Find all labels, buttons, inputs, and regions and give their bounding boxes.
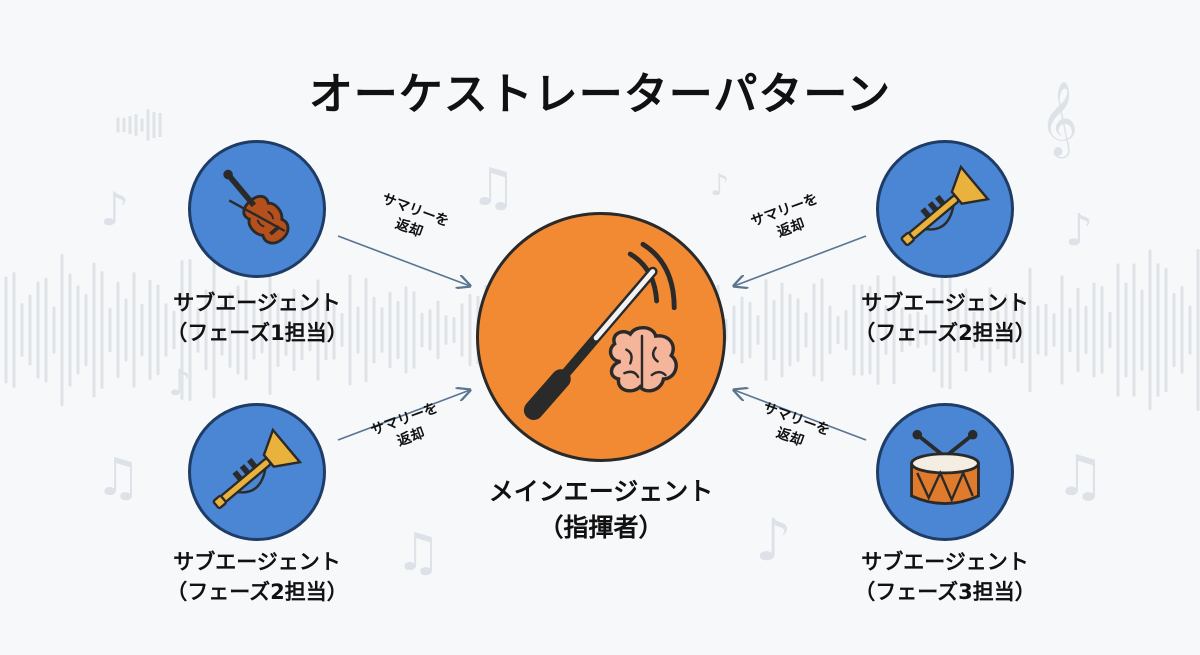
music-note-icon: ♫ [470, 158, 517, 218]
music-note-icon: ♫ [395, 523, 442, 583]
main-agent-label: メインエージェント（指揮者） [488, 477, 714, 542]
sub-agent-phase2-left-label: サブエージェント（フェーズ2担当） [166, 550, 348, 604]
sub-agent-phase2-right-node [876, 140, 1014, 278]
music-note-icon: ♫ [1055, 444, 1105, 509]
sub-agent-phase3-label: サブエージェント（フェーズ3担当） [854, 550, 1036, 604]
trumpet-icon [900, 164, 991, 247]
main-agent-node [476, 212, 726, 462]
sub-agent-phase2-left-node [188, 403, 326, 541]
sub-agent-phase3-node [876, 403, 1014, 541]
music-note-icon: ♪ [100, 182, 129, 236]
sub-agent-phase2-right-label: サブエージェント（フェーズ2担当） [854, 291, 1036, 345]
music-note-icon: ♫ [95, 448, 142, 508]
sub-agent-phase1-node [188, 140, 326, 278]
violin-icon [223, 169, 290, 245]
trumpet-icon [212, 427, 303, 510]
conductor-baton-brain-icon [523, 241, 678, 420]
drum-icon [910, 429, 980, 505]
sub-agent-phase1-label: サブエージェント（フェーズ1担当） [166, 291, 348, 345]
page-title: オーケストレーターパターン [308, 69, 892, 120]
music-note-icon: 𝄞 [1040, 82, 1078, 159]
music-note-icon: ♪ [1065, 205, 1093, 256]
music-note-icon: ♪ [755, 506, 792, 574]
music-note-icon: ♪ [710, 168, 729, 203]
music-note-icon: ♪ [168, 363, 191, 404]
